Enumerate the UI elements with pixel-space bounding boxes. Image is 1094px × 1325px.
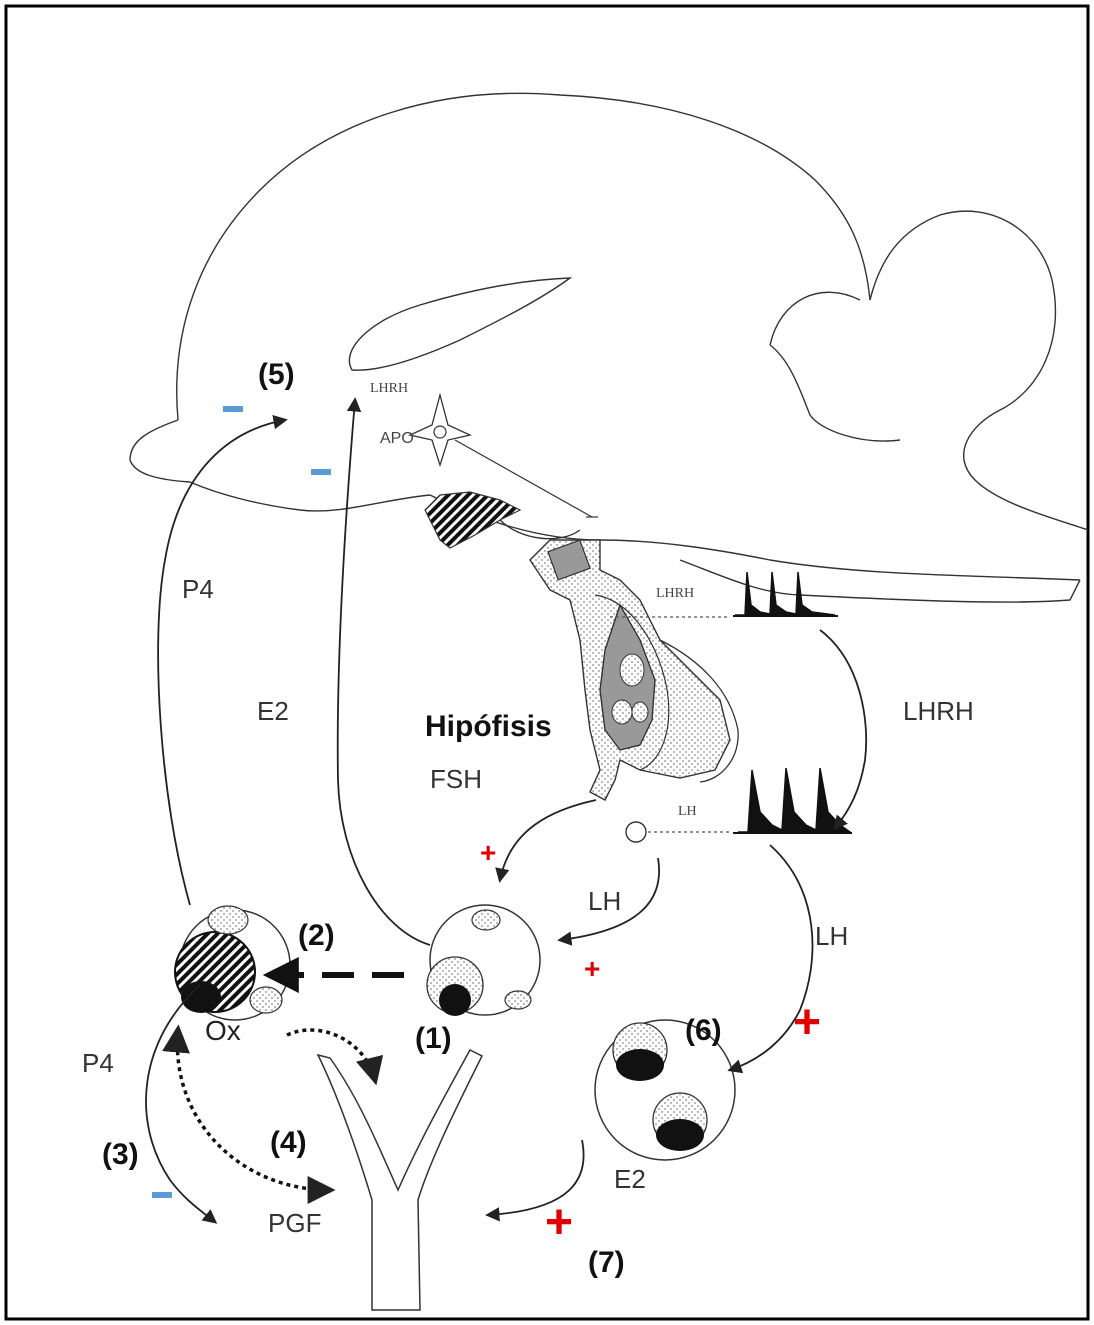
label-e2-bottom: E2 <box>614 1164 646 1194</box>
follicle-1 <box>427 905 540 1016</box>
label-ox: Ox <box>205 1015 241 1046</box>
minus-sign-e2 <box>311 469 331 475</box>
optic-chiasm <box>425 492 520 548</box>
step-4: (4) <box>270 1126 307 1159</box>
plus-sign-fsh: + <box>480 837 496 868</box>
minus-sign-3 <box>152 1192 172 1198</box>
label-fsh: FSH <box>430 764 482 794</box>
arrow-pgf-to-corpus-luteum <box>177 1030 330 1190</box>
step-6: (6) <box>685 1014 722 1047</box>
lh-cell-icon <box>626 822 646 842</box>
step-3: (3) <box>102 1138 139 1171</box>
arrow-fsh-to-follicle <box>500 800 596 880</box>
plus-sign-lh-right: + <box>793 996 821 1049</box>
plus-sign-e2: + <box>545 1196 573 1249</box>
diagram-border <box>6 6 1088 1319</box>
label-pgf: PGF <box>268 1208 321 1238</box>
minus-sign-5 <box>223 406 243 412</box>
label-lh-pulse: LH <box>678 804 697 819</box>
arrow-lhrh-to-lh <box>820 630 866 828</box>
step-1: (1) <box>415 1022 452 1055</box>
uterus <box>318 1050 482 1310</box>
label-lh-mid: LH <box>588 886 621 916</box>
corpus-luteum <box>175 906 290 1020</box>
label-lhrh-pulse: LHRH <box>656 586 694 601</box>
pituitary-gland <box>530 540 738 800</box>
label-lhrh-brain: LHRH <box>370 381 408 396</box>
arrow-e2-to-lhrh <box>338 400 430 945</box>
label-lhrh-right: LHRH <box>903 696 974 726</box>
step-7: (7) <box>588 1246 625 1279</box>
arrow-p4-to-hypothalamus <box>158 420 285 905</box>
label-hipofisis: Hipófisis <box>425 710 552 743</box>
brain-outline <box>130 93 1088 602</box>
plus-sign-lh-mid: + <box>584 953 600 984</box>
label-apo: APO <box>380 430 414 447</box>
label-p4-bottom: P4 <box>82 1048 114 1078</box>
label-lh-right: LH <box>815 921 848 951</box>
step-5: (5) <box>258 358 295 391</box>
label-p4-top: P4 <box>182 574 214 604</box>
label-e2-left: E2 <box>257 696 289 726</box>
step-2: (2) <box>298 919 335 952</box>
